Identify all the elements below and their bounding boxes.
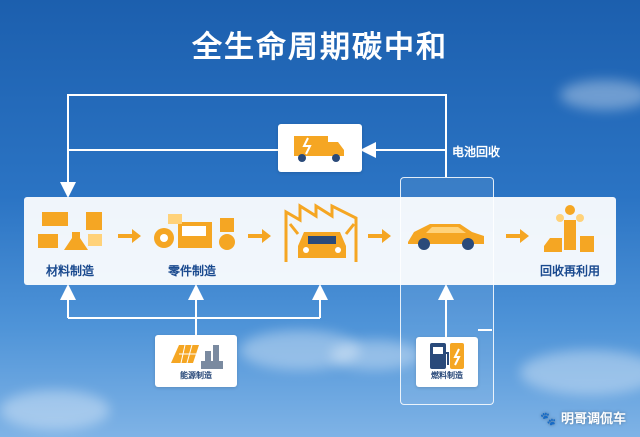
energy-card-label: 能源制造: [180, 371, 212, 380]
loop-top-line: [60, 94, 447, 198]
cloud: [240, 330, 360, 370]
arrow-right-icon: [118, 229, 141, 243]
fuel-card-label: 燃料制造: [431, 371, 463, 380]
stage-label-parts: 零件制造: [167, 264, 216, 278]
fuel-pump-icon: [430, 343, 464, 369]
arrow-right-icon: [368, 229, 391, 243]
fuel-card: 燃料制造: [416, 337, 478, 387]
arrow-right-icon: [506, 229, 529, 243]
cloud: [330, 340, 420, 370]
cloud: [560, 80, 640, 110]
battery-recycle-label: 电池回收: [452, 145, 501, 159]
stage-label-materials: 材料制造: [45, 264, 94, 278]
paw-icon: 🐾: [540, 412, 557, 427]
cloud: [520, 350, 640, 395]
truck-icon: [294, 136, 344, 162]
parts-icon: [154, 214, 235, 250]
solar-panel-icon: [171, 344, 223, 369]
watermark: 🐾 明哥调侃车: [540, 408, 626, 427]
cloud: [0, 390, 110, 430]
watermark-text: 明哥调侃车: [560, 412, 626, 427]
car-icon: [408, 224, 484, 250]
factory-icon: [284, 203, 358, 262]
arrow-right-icon: [248, 229, 271, 243]
energy-card: 能源制造: [155, 335, 237, 387]
recycle-icon: [544, 205, 594, 252]
page-title: 全生命周期碳中和: [192, 30, 448, 65]
truck-card: [278, 124, 362, 172]
materials-icon: [38, 212, 102, 250]
stage-label-recycle: 回收再利用: [539, 264, 600, 278]
